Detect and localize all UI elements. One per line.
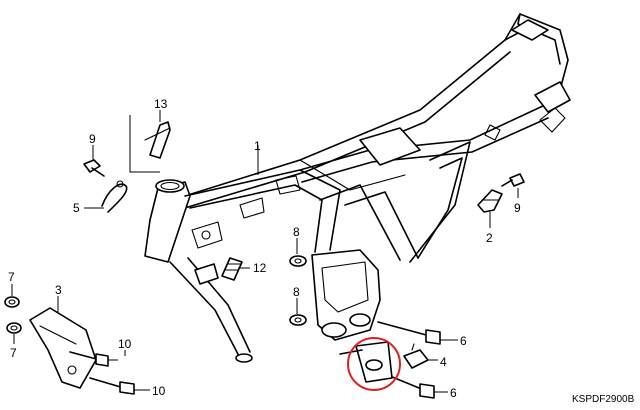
callout-9-right: 9 xyxy=(514,201,521,215)
callout-8-lower: 8 xyxy=(293,285,300,299)
nut-part-7-lower xyxy=(6,322,22,334)
callout-3: 3 xyxy=(55,283,62,297)
callout-6-upper: 6 xyxy=(460,334,467,348)
bolt-part-6-upper xyxy=(377,321,441,345)
stand-stopper-part-4 xyxy=(403,343,429,369)
bolt-part-10-upper xyxy=(69,351,109,367)
frame-body xyxy=(144,13,571,363)
nut-part-8-upper xyxy=(289,255,307,267)
callout-1: 1 xyxy=(254,139,261,153)
callout-6-lower: 6 xyxy=(450,386,457,400)
callout-10-upper: 10 xyxy=(118,337,132,351)
nut-part-8-lower xyxy=(289,314,307,326)
nut-part-7-upper xyxy=(4,296,20,308)
callout-10-lower: 10 xyxy=(152,384,166,398)
callout-7-upper: 7 xyxy=(8,270,15,284)
clip-part-2 xyxy=(477,189,503,213)
leader-lines xyxy=(11,110,519,393)
callout-7-lower: 7 xyxy=(10,346,17,360)
highlight-circle xyxy=(347,337,401,391)
callout-labels: 1 13 9 5 2 9 8 8 12 6 4 6 3 7 7 10 10 KS… xyxy=(8,97,635,405)
bolt-part-10-lower xyxy=(89,377,135,395)
callout-2: 2 xyxy=(486,231,493,245)
highlighted-pivot-collar xyxy=(339,341,393,383)
clamp-part-5 xyxy=(101,180,128,213)
bolt-part-9-left xyxy=(83,159,105,177)
diagram-code: KSPDF2900B xyxy=(572,394,635,405)
callout-5: 5 xyxy=(73,201,80,215)
callout-9-left: 9 xyxy=(89,132,96,146)
rubber-pad-part-12 xyxy=(221,257,243,281)
callout-8-upper: 8 xyxy=(293,225,300,239)
part-13-frame-line xyxy=(129,115,160,173)
callout-13: 13 xyxy=(154,97,168,111)
bolt-part-9-right xyxy=(501,173,525,187)
engine-hanger-part-3 xyxy=(29,307,97,389)
callout-4: 4 xyxy=(440,355,447,369)
callout-12: 12 xyxy=(253,261,267,275)
wire-clip-part-13 xyxy=(144,121,171,159)
